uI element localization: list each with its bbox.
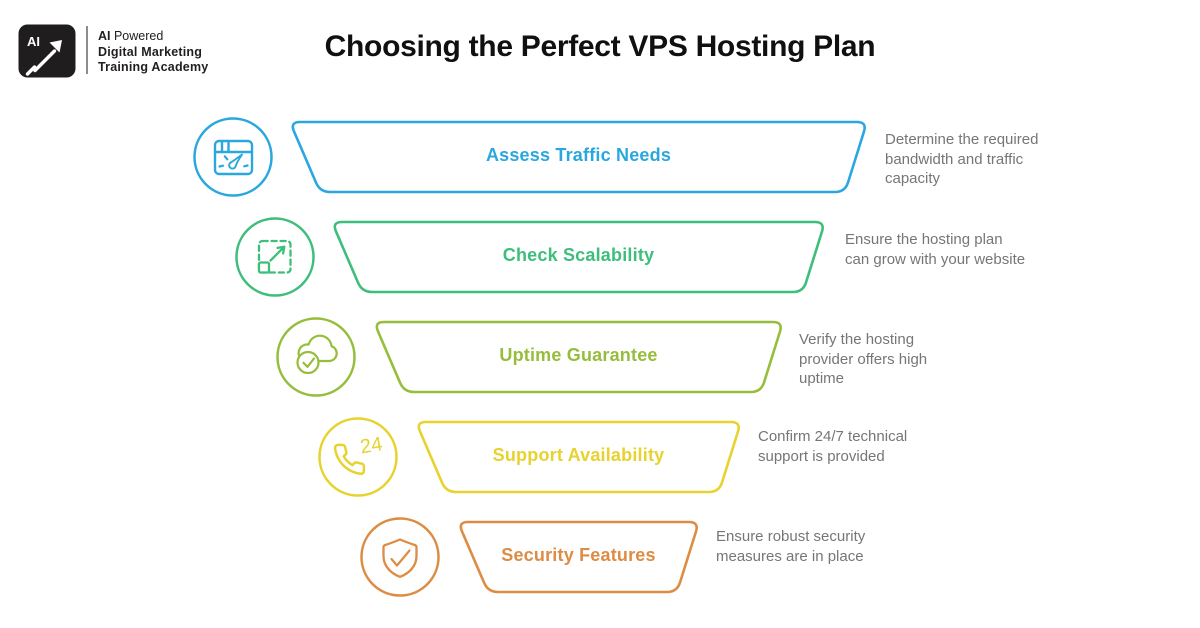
funnel-band-2: Check Scalability xyxy=(330,219,827,295)
funnel-band-4: Support Availability xyxy=(414,419,743,495)
arrow-head xyxy=(49,40,62,53)
funnel-band-outline xyxy=(417,420,740,494)
logo-ai-text: AI xyxy=(27,34,40,49)
brand-name-line1: Digital Marketing xyxy=(98,44,203,59)
step-label: Check Scalability xyxy=(502,245,655,265)
resize-expand-icon xyxy=(235,217,315,297)
step-description: Ensure the hosting plan can grow with yo… xyxy=(845,231,1026,268)
step-description: Confirm 24/7 technical support is provid… xyxy=(758,428,908,465)
funnel-band-outline xyxy=(375,320,782,394)
step-description: Determine the required bandwidth and tra… xyxy=(885,131,1039,187)
funnel-band-3: Uptime Guarantee xyxy=(372,319,785,395)
growth-arrow-icon xyxy=(25,49,57,76)
phone-24-icon: 24 xyxy=(318,417,398,497)
logo-divider xyxy=(86,26,88,74)
step-label: Uptime Guarantee xyxy=(499,345,658,365)
funnel-band-outline xyxy=(291,120,866,194)
funnel-band-5: Security Features xyxy=(456,519,701,595)
funnel-band-outline xyxy=(459,520,698,594)
browser-gauge-icon xyxy=(193,117,273,197)
shield-check-icon xyxy=(360,517,440,597)
step-label: Assess Traffic Needs xyxy=(485,145,672,165)
page-title: Choosing the Perfect VPS Hosting Plan xyxy=(324,30,876,63)
brand-tagline-bold: AI xyxy=(98,29,111,43)
step-description: Ensure robust security measures are in p… xyxy=(716,528,866,565)
funnel-band-outline xyxy=(333,220,824,294)
funnel-band-1: Assess Traffic Needs xyxy=(288,119,869,195)
step-description: Verify the hosting provider offers high … xyxy=(799,331,928,387)
step-label: Support Availability xyxy=(492,445,665,465)
brand-text: AI Powered Digital Marketing Training Ac… xyxy=(98,29,208,76)
cloud-check-icon xyxy=(276,317,356,397)
step-label: Security Features xyxy=(501,545,656,565)
brand-tagline: AI Powered xyxy=(98,29,208,45)
brand-name-line2: Training Academy xyxy=(98,60,209,74)
brand-tagline-rest: Powered xyxy=(110,29,164,43)
phone-24-text: 24 xyxy=(359,433,384,458)
brand-logo: AI xyxy=(18,24,76,78)
logo-background xyxy=(18,24,76,78)
